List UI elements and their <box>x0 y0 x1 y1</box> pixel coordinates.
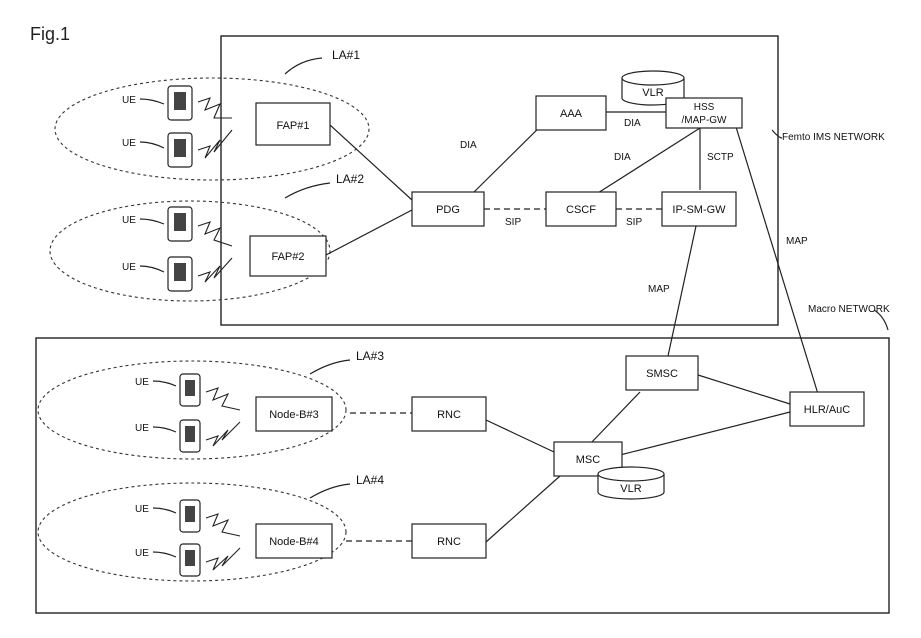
link-smsc-hlr <box>698 375 790 404</box>
svg-text:UE: UE <box>122 262 136 273</box>
svg-text:RNC: RNC <box>437 409 461 421</box>
svg-text:VLR: VLR <box>620 483 641 495</box>
radio-link-icon <box>206 514 240 536</box>
ue-la3-a: UE <box>135 374 240 410</box>
femto-label-leader <box>772 130 782 138</box>
proto-sip-pdg-csgf: SIP <box>505 217 521 228</box>
svg-text:UE: UE <box>135 504 149 515</box>
svg-text:AAA: AAA <box>560 108 583 120</box>
radio-link-icon <box>206 548 240 570</box>
ue-la1-b: UE <box>122 130 232 167</box>
svg-text:IP-SM-GW: IP-SM-GW <box>672 204 726 216</box>
svg-text:Node-B#3: Node-B#3 <box>269 409 319 421</box>
proto-dia-csgf-hss: DIA <box>614 152 631 163</box>
la1-leader <box>285 58 322 74</box>
svg-text:UE: UE <box>135 423 149 434</box>
link-ipsmgw-smsc <box>668 226 696 356</box>
la1-label: LA#1 <box>332 48 360 62</box>
radio-link-icon <box>198 98 232 118</box>
svg-text:VLR: VLR <box>642 87 663 99</box>
ue-la4-b: UE <box>135 544 240 576</box>
svg-text:UE: UE <box>122 95 136 106</box>
svg-text:Node-B#4: Node-B#4 <box>269 536 319 548</box>
rnc4-node: RNC <box>412 524 486 558</box>
radio-link-icon <box>206 388 240 410</box>
ue-la4-a: UE <box>135 500 240 536</box>
la2-label: LA#2 <box>336 172 364 186</box>
proto-sip-csgf-ipsm: SIP <box>626 217 642 228</box>
ue-la1-a: UE <box>122 86 232 120</box>
la3-label: LA#3 <box>356 349 384 363</box>
svg-text:/MAP-GW: /MAP-GW <box>682 115 728 126</box>
proto-sctp: SCTP <box>707 152 734 163</box>
svg-text:UE: UE <box>135 377 149 388</box>
radio-link-icon <box>198 130 232 158</box>
fap1-node: FAP#1 <box>256 103 330 145</box>
vlr-bottom-db: VLR <box>598 467 664 499</box>
la2-leader <box>285 183 330 198</box>
figure-label: Fig.1 <box>30 24 70 44</box>
pdg-node: PDG <box>412 192 484 226</box>
svg-text:UE: UE <box>122 138 136 149</box>
nodeb3-node: Node-B#3 <box>256 397 332 431</box>
svg-text:FAP#1: FAP#1 <box>276 120 309 132</box>
link-fap2-pdg <box>326 210 412 255</box>
svg-text:CSCF: CSCF <box>566 204 596 216</box>
proto-map-hss-hlr: MAP <box>786 236 808 247</box>
svg-text:HSS: HSS <box>694 102 715 113</box>
fap2-node: FAP#2 <box>250 236 326 276</box>
svg-text:UE: UE <box>122 215 136 226</box>
svg-text:HLR/AuC: HLR/AuC <box>804 404 851 416</box>
radio-link-icon <box>198 222 232 246</box>
link-csgf-hss <box>590 128 700 198</box>
ue-la2-b: UE <box>122 257 232 291</box>
svg-text:MSC: MSC <box>576 454 601 466</box>
hss-map-gw-node: HSS /MAP-GW <box>666 98 742 128</box>
link-hss-hlr <box>736 127 818 394</box>
femto-network-frame <box>221 36 778 325</box>
smsc-node: SMSC <box>626 356 698 390</box>
macro-network-frame <box>36 338 889 613</box>
ue-la2-a: UE <box>122 207 232 246</box>
la3-leader <box>310 360 350 374</box>
femto-network-label: Femto IMS NETWORK <box>782 132 885 143</box>
cscf-node: CSCF <box>546 192 616 226</box>
radio-link-icon <box>198 258 232 282</box>
rnc3-node: RNC <box>412 397 486 431</box>
link-rnc4-msc <box>486 476 560 542</box>
nodeb4-node: Node-B#4 <box>256 524 332 558</box>
link-smsc-msc <box>590 392 640 444</box>
aaa-node: AAA <box>536 96 606 130</box>
svg-text:FAP#2: FAP#2 <box>271 251 304 263</box>
svg-text:PDG: PDG <box>436 204 460 216</box>
svg-text:UE: UE <box>135 548 149 559</box>
proto-map-ipsm-smsc: MAP <box>648 284 670 295</box>
ue-la3-b: UE <box>135 420 240 452</box>
proto-dia-pdg-aaa: DIA <box>460 140 477 151</box>
svg-text:RNC: RNC <box>437 536 461 548</box>
ip-sm-gw-node: IP-SM-GW <box>662 192 736 226</box>
la4-leader <box>310 484 350 498</box>
link-msc-hlr <box>616 412 790 456</box>
hlr-auc-node: HLR/AuC <box>790 392 864 426</box>
la4-label: LA#4 <box>356 473 384 487</box>
link-rnc3-msc <box>486 420 554 452</box>
proto-dia-aaa-hss: DIA <box>624 118 641 129</box>
link-fap1-pdg <box>330 125 412 200</box>
radio-link-icon <box>206 422 240 446</box>
svg-text:SMSC: SMSC <box>646 368 678 380</box>
